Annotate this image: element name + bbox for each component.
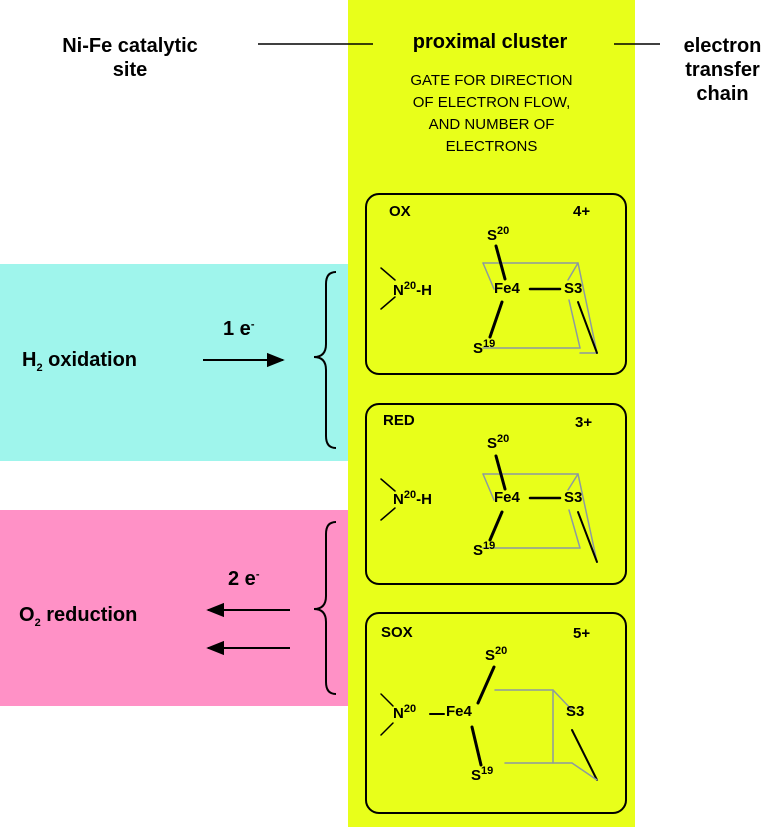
state-box-red <box>365 403 627 585</box>
o2-electron-count: 2 e- <box>228 568 260 590</box>
o2-reduction-region <box>0 510 348 706</box>
fe4-ox: Fe4 <box>494 280 520 297</box>
electron-transfer-chain-label: electron transfer chain <box>683 35 762 105</box>
s19-red: S19 <box>473 540 496 559</box>
s19-sox: S19 <box>471 765 494 784</box>
h2-oxidation-label: H2 oxidation <box>22 349 138 374</box>
charge-ox: 4+ <box>573 203 591 220</box>
charge-red: 3+ <box>575 414 593 431</box>
s19-ox: S19 <box>473 338 496 357</box>
s3-ox: S3 <box>564 280 583 297</box>
proximal-cluster-title: proximal cluster <box>412 31 568 53</box>
proximal-cluster-panel <box>348 0 635 827</box>
state-label-sox: SOX <box>381 624 413 641</box>
s3-sox: S3 <box>566 703 585 720</box>
s20-red: S20 <box>487 433 510 452</box>
cluster-ox <box>380 244 598 354</box>
ni-fe-site-label: Ni-Fe catalytic site <box>62 35 198 81</box>
cluster-red <box>380 454 598 563</box>
brace-o2 <box>313 521 337 695</box>
n20-sox: N20 <box>393 703 417 722</box>
s3-red: S3 <box>564 489 583 506</box>
s20-sox: S20 <box>485 645 508 664</box>
s20-ox: S20 <box>487 225 510 244</box>
gate-description: GATE FOR DIRECTION OF ELECTRON FLOW, AND… <box>410 72 573 155</box>
state-box-sox <box>365 612 627 814</box>
fe4-red: Fe4 <box>494 489 520 506</box>
cluster-sox <box>380 665 598 781</box>
state-label-ox: OX <box>389 203 411 220</box>
state-label-red: RED <box>383 412 415 429</box>
charge-sox: 5+ <box>573 625 591 642</box>
h2-oxidation-region <box>0 264 348 461</box>
brace-h2 <box>313 271 337 449</box>
n20h-ox: N20-H <box>393 280 432 299</box>
fe4-sox: Fe4 <box>446 703 472 720</box>
n20h-red: N20-H <box>393 489 432 508</box>
state-box-ox <box>365 193 627 375</box>
h2-electron-count: 1 e- <box>223 318 255 340</box>
o2-reduction-label: O2 reduction <box>19 604 138 629</box>
